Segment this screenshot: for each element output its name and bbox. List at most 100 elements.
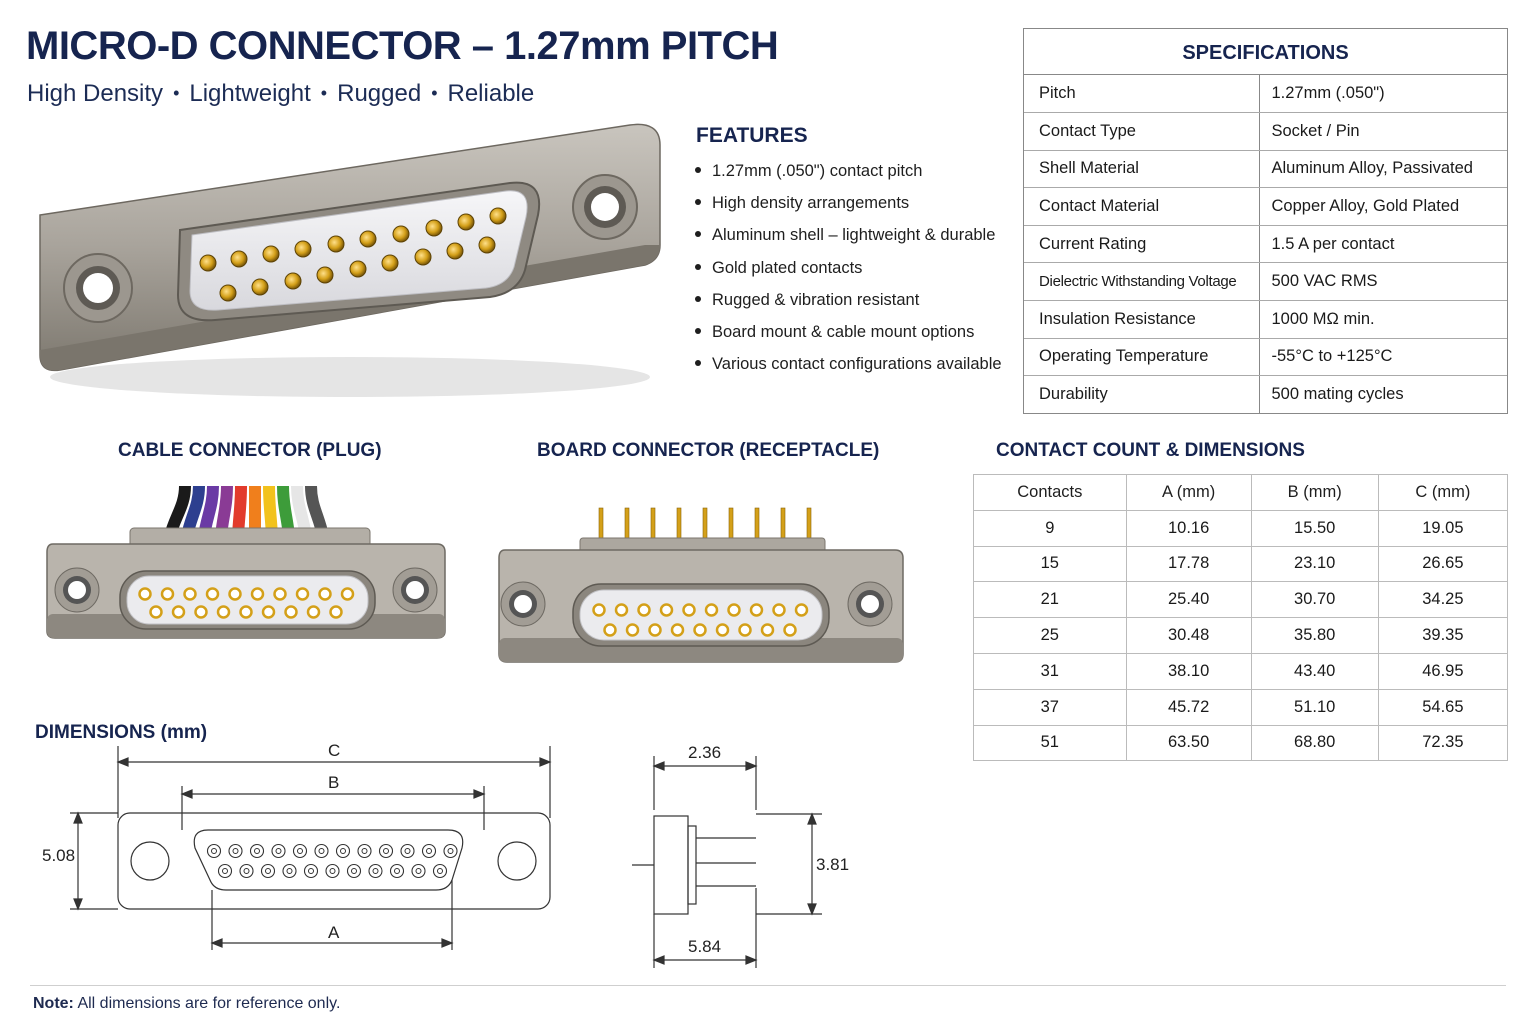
drawing-contact bbox=[378, 843, 394, 859]
spec-label: Shell Material bbox=[1024, 150, 1260, 189]
drawing-contact-core bbox=[232, 848, 239, 854]
tagline-separator: • bbox=[320, 83, 328, 103]
drawing-contact bbox=[325, 863, 340, 879]
table-cell: 30.48 bbox=[1125, 617, 1252, 654]
contact-socket bbox=[273, 587, 287, 601]
contact-socket bbox=[670, 623, 685, 637]
footer-note: Note: All dimensions are for reference o… bbox=[33, 995, 340, 1013]
contact-socket bbox=[160, 587, 175, 601]
contact-socket bbox=[659, 603, 674, 617]
board-contact-grid bbox=[592, 603, 809, 637]
front-view-drawing: C B 5.08 A bbox=[42, 741, 552, 950]
contact-socket bbox=[693, 623, 707, 637]
dim-label-a: A bbox=[328, 923, 340, 942]
side-dim-label-height: 3.81 bbox=[816, 855, 849, 874]
contact-socket bbox=[727, 603, 741, 617]
contact-socket bbox=[183, 587, 197, 601]
contact-socket bbox=[592, 603, 606, 617]
hero-connector-image bbox=[39, 123, 661, 397]
feature-item: Aluminum shell – lightweight & durable bbox=[695, 222, 1002, 254]
column-header: B (mm) bbox=[1250, 474, 1379, 511]
cable-connector-image bbox=[46, 486, 446, 639]
drawing-contact bbox=[292, 843, 308, 859]
table-cell: 25 bbox=[973, 617, 1127, 654]
drawing-contact bbox=[400, 843, 415, 859]
dim-label-c: C bbox=[328, 741, 340, 760]
tagline: High Density•Lightweight•Rugged•Reliable bbox=[27, 80, 534, 108]
spec-value: 500 VAC RMS bbox=[1259, 262, 1507, 302]
pcb-lead bbox=[728, 507, 734, 541]
spec-label: Contact Material bbox=[1024, 187, 1260, 226]
contact-socket bbox=[625, 623, 640, 637]
drawing-contact-core bbox=[211, 848, 217, 854]
footer-divider bbox=[30, 985, 1506, 986]
drawing-contact bbox=[335, 843, 351, 859]
side-dim-label-top: 2.36 bbox=[688, 743, 721, 762]
specifications-heading: SPECIFICATIONS bbox=[1024, 29, 1507, 75]
drawing-contact-core bbox=[351, 868, 357, 874]
pcb-lead bbox=[624, 507, 630, 541]
contact-socket bbox=[250, 587, 265, 601]
feature-item: 1.27mm (.050") contact pitch bbox=[695, 158, 1002, 190]
contact-socket bbox=[329, 605, 343, 619]
contact-socket bbox=[749, 603, 764, 617]
pcb-lead bbox=[702, 507, 708, 541]
contact-socket bbox=[318, 587, 332, 601]
feature-item: Board mount & cable mount options bbox=[695, 319, 1002, 351]
drawing-contact-core bbox=[243, 868, 250, 874]
drawing-contact-core bbox=[222, 868, 228, 874]
feature-item: Gold plated contacts bbox=[695, 255, 1002, 287]
contact-socket bbox=[637, 603, 651, 617]
drawing-contact bbox=[303, 863, 319, 879]
drawing-contact-core bbox=[340, 848, 346, 854]
table-cell: 25.40 bbox=[1125, 581, 1252, 619]
contact-socket bbox=[772, 603, 786, 617]
spec-value: Socket / Pin bbox=[1259, 112, 1507, 151]
features-list: 1.27mm (.050") contact pitch High densit… bbox=[695, 158, 1002, 383]
spec-label: Insulation Resistance bbox=[1024, 300, 1260, 339]
drawing-contact-core bbox=[329, 868, 336, 874]
tagline-item: Lightweight bbox=[189, 80, 311, 107]
contact-socket bbox=[228, 587, 242, 601]
drawing-contact bbox=[228, 843, 243, 859]
tagline-separator: • bbox=[173, 83, 180, 103]
board-connector-image bbox=[498, 507, 904, 663]
drawing-contact bbox=[217, 863, 233, 879]
drawing-contact bbox=[314, 843, 329, 859]
column-header: A (mm) bbox=[1125, 474, 1252, 511]
table-cell: 51.10 bbox=[1250, 688, 1379, 726]
table-cell: 43.40 bbox=[1250, 652, 1379, 690]
spec-label: Durability bbox=[1024, 375, 1260, 414]
drawing-contact bbox=[389, 863, 405, 879]
pcb-lead bbox=[598, 507, 604, 541]
contact-socket bbox=[295, 587, 310, 601]
pcb-lead bbox=[754, 507, 760, 541]
tagline-item: High Density bbox=[27, 80, 164, 107]
table-cell: 35.80 bbox=[1250, 617, 1379, 654]
drawing-contact-core bbox=[394, 868, 400, 874]
drawing-contact-core bbox=[426, 848, 432, 854]
contact-socket bbox=[239, 605, 253, 619]
table-cell: 10.16 bbox=[1125, 509, 1252, 547]
pcb-lead bbox=[806, 507, 812, 541]
contact-socket bbox=[794, 603, 809, 617]
contact-socket bbox=[682, 603, 696, 617]
front-view-contacts bbox=[206, 843, 458, 879]
contact-socket bbox=[603, 623, 617, 637]
tagline-item: Rugged bbox=[337, 80, 422, 107]
table-cell: 31 bbox=[973, 652, 1127, 690]
board-connector-heading: BOARD CONNECTOR (RECEPTACLE) bbox=[537, 440, 880, 461]
drawing-contact bbox=[249, 843, 265, 859]
cable-connector-heading: CABLE CONNECTOR (PLUG) bbox=[118, 440, 382, 461]
drawing-contact-core bbox=[265, 868, 271, 874]
column-header: C (mm) bbox=[1377, 474, 1509, 511]
spec-value: Copper Alloy, Gold Plated bbox=[1259, 187, 1507, 226]
drawing-contact-core bbox=[308, 868, 314, 874]
